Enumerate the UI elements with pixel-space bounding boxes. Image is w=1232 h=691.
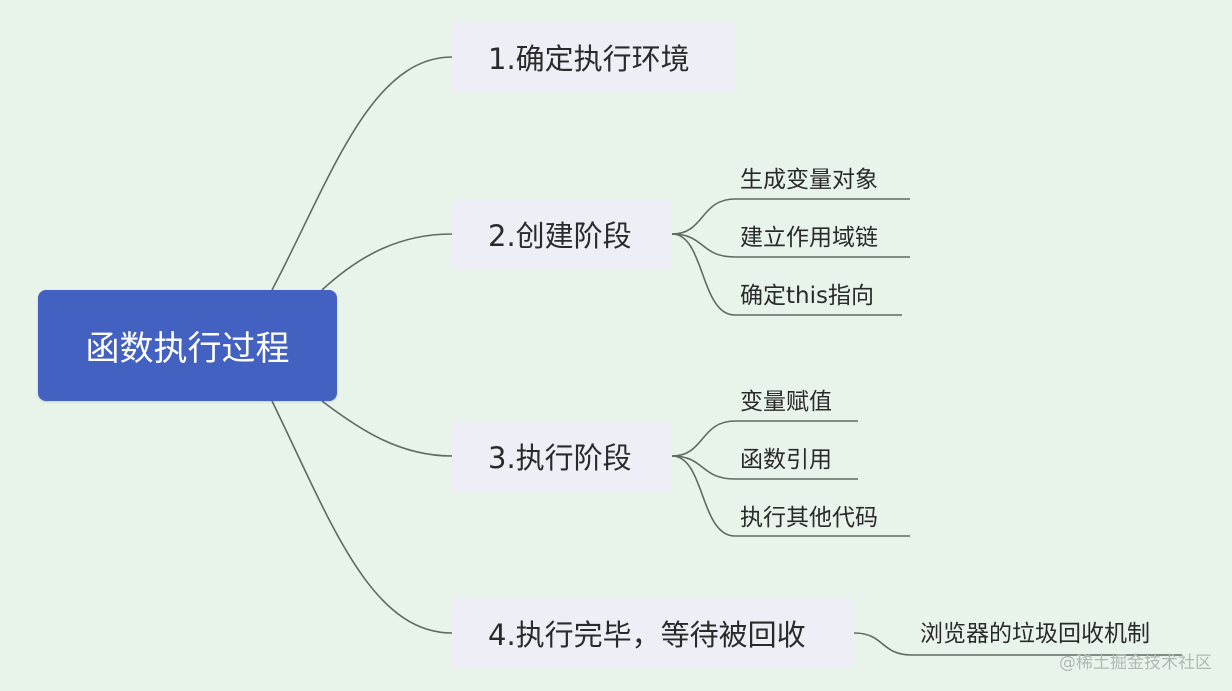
connector-root-branch-1: [271, 56, 453, 291]
connector-branch3-leaf-1: [671, 420, 858, 457]
leaf-node-2-1[interactable]: 生成变量对象: [740, 160, 878, 194]
leaf-node-3-1[interactable]: 变量赋值: [740, 382, 832, 416]
connector-root-branch-4: [271, 400, 453, 634]
leaf-label: 确定this指向: [740, 283, 874, 309]
connector-root-branch-2: [321, 233, 453, 291]
branch-label-1: 1.确定执行环境: [488, 42, 690, 76]
branch-label-2: 2.创建阶段: [488, 219, 632, 253]
connector-branch2-leaf-2: [671, 233, 910, 258]
leaf-label: 变量赋值: [740, 389, 832, 415]
leaf-label: 函数引用: [740, 447, 832, 473]
leaf-label: 执行其他代码: [740, 505, 878, 531]
branch-label-3: 3.执行阶段: [488, 441, 632, 475]
root-label: 函数执行过程: [85, 329, 290, 369]
leaf-node-2-2[interactable]: 建立作用域链: [740, 218, 878, 252]
leaf-label: 建立作用域链: [740, 225, 878, 251]
watermark: @稀土掘金技术社区: [1059, 653, 1212, 673]
leaf-label: 生成变量对象: [740, 167, 878, 193]
connector-branch3-leaf-2: [671, 455, 858, 480]
leaf-node-3-3[interactable]: 执行其他代码: [740, 498, 878, 532]
branch-node-1[interactable]: 1.确定执行环境: [452, 22, 735, 92]
branch-node-4[interactable]: 4.执行完毕，等待被回收: [452, 598, 854, 668]
connector-branch4-leaf-1: [853, 632, 1182, 656]
leaf-label: 浏览器的垃圾回收机制: [920, 621, 1150, 647]
leaf-node-3-2[interactable]: 函数引用: [740, 440, 832, 474]
branch-node-3[interactable]: 3.执行阶段: [452, 421, 672, 491]
leaf-node-4-1[interactable]: 浏览器的垃圾回收机制: [920, 614, 1150, 648]
connector-root-branch-3: [321, 400, 453, 457]
leaf-node-2-3[interactable]: 确定this指向: [740, 276, 874, 310]
root-node[interactable]: 函数执行过程: [38, 290, 337, 401]
branch-label-4: 4.执行完毕，等待被回收: [488, 618, 806, 652]
connector-branch2-leaf-1: [671, 198, 910, 235]
branch-node-2[interactable]: 2.创建阶段: [452, 199, 672, 269]
connector-branch2-leaf-3: [671, 233, 902, 316]
connector-branch3-leaf-3: [671, 455, 910, 537]
